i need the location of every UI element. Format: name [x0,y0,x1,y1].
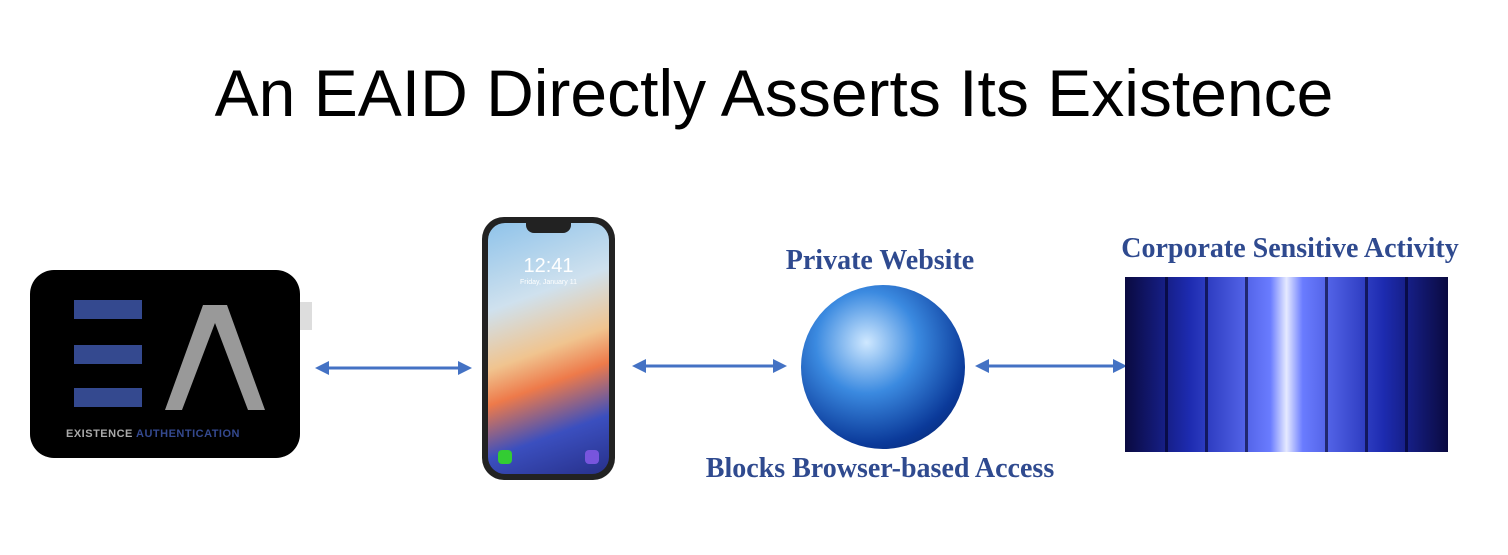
private-website-label: Private Website [785,245,975,276]
globe-icon [801,285,965,449]
double-arrow-icon [315,361,472,375]
smartphone-image: 12:41 Friday, January 11 [482,217,615,480]
blocks-access-label: Blocks Browser-based Access [705,453,1055,484]
corporate-activity-label: Corporate Sensitive Activity [1121,233,1459,264]
phone-screen: 12:41 Friday, January 11 [488,223,609,474]
slide-title: An EAID Directly Asserts Its Existence [214,56,1334,130]
phone-notch [526,223,571,233]
usb-connector [300,302,312,330]
brand-text: EXISTENCE AUTHENTICATION [66,428,240,440]
server-rack [1245,277,1248,452]
logo-bar [74,388,142,407]
eaid-device-image: EXISTENCE AUTHENTICATION [30,270,312,458]
server-rack [1205,277,1208,452]
data-center-image [1125,277,1448,452]
server-rack [1325,277,1328,452]
camera-icon [585,450,599,464]
double-arrow-icon [975,359,1127,373]
server-rack [1165,277,1168,452]
server-rack [1405,277,1408,452]
logo-bar [74,300,142,319]
logo-bar [74,345,142,364]
phone-call-icon [498,450,512,464]
phone-clock: 12:41 [523,255,574,277]
double-arrow-icon [632,359,787,373]
logo-lambda-icon [165,305,265,410]
brand-word2: AUTHENTICATION [136,428,240,440]
server-rack [1365,277,1368,452]
brand-word1: EXISTENCE [66,428,133,440]
phone-date: Friday, January 11 [520,279,577,286]
